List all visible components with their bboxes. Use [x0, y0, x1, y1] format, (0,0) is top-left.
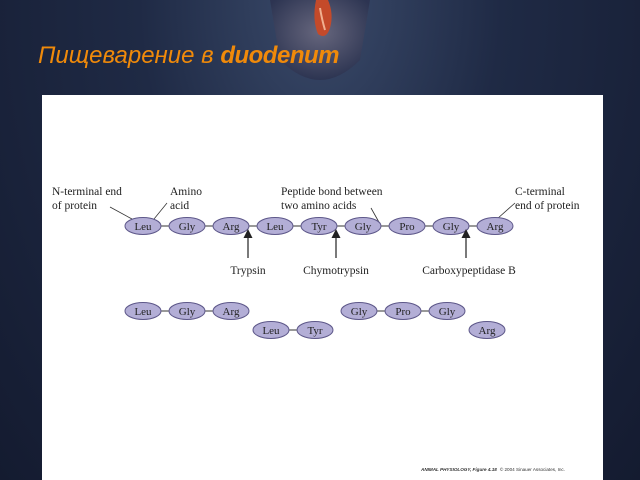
protein-digestion-diagram: N-terminal end of protein Amino acid Pep…	[52, 186, 580, 472]
n-terminal-label-line1: N-terminal end	[52, 186, 122, 198]
chain-residue-label: Leu	[134, 221, 152, 233]
chain-residue-gly	[432, 217, 470, 235]
fragment-residue-label: Pro	[395, 306, 411, 318]
fragment-residue-gly	[340, 302, 378, 320]
fragment-residue-arg	[212, 302, 250, 320]
fragment-residue-label: Arg	[479, 325, 496, 337]
chain-residue-label: Gly	[443, 221, 460, 233]
n-terminal-label-line2: of protein	[52, 200, 97, 212]
carboxypeptidase-b-label: Carboxypeptidase B	[422, 265, 516, 277]
fragment-residue-label: Gly	[439, 306, 456, 318]
chain-residue-label: Gly	[355, 221, 372, 233]
fragment-arg: Arg	[468, 321, 506, 339]
chain-residue-arg	[476, 217, 514, 235]
peptide-bond-label-line2: two amino acids	[281, 200, 357, 212]
slide-title-text: Пищеварение в	[38, 42, 221, 69]
fragment-gly-pro-gly: Gly Pro Gly	[340, 302, 466, 320]
chain-residue-leu	[256, 217, 294, 235]
amino-acid-pointer	[153, 202, 168, 220]
protein-chain: Leu Gly Arg Leu Tyr Gly Pro Gly Arg	[124, 217, 514, 235]
amino-acid-label-line2: acid	[170, 200, 189, 212]
fragment-residue-label: Tyr	[307, 325, 322, 337]
fragment-leu-gly-arg: Leu Gly Arg	[124, 302, 250, 320]
c-terminal-pointer	[496, 202, 516, 220]
trypsin-arrow	[243, 229, 253, 258]
amino-acid-label-line1: Amino	[170, 186, 202, 198]
figure-credit: ANIMAL PHYSIOLOGY, Figure 4.18© 2004 Sin…	[420, 466, 565, 472]
chain-residue-label: Pro	[399, 221, 415, 233]
carboxypeptidase-b-arrow	[461, 229, 471, 258]
fragment-residue-tyr	[296, 321, 334, 339]
fragment-residue-label: Leu	[262, 325, 280, 337]
chain-residue-gly	[344, 217, 382, 235]
chain-residue-leu	[124, 217, 162, 235]
trypsin-label: Trypsin	[230, 265, 266, 277]
slide-title-emphasis: duodenum	[220, 42, 339, 69]
slide-title: Пищеварение в duodenum	[38, 42, 339, 70]
fragment-residue-label: Leu	[134, 306, 152, 318]
n-terminal-pointer	[109, 206, 133, 220]
figure-panel: N-terminal end of protein Amino acid Pep…	[42, 95, 603, 480]
chain-residue-arg	[212, 217, 250, 235]
fragment-residue-arg	[468, 321, 506, 339]
figure-credit-copyright: © 2004 Sinauer Associates, Inc.	[500, 466, 565, 472]
anatomy-background-illustration	[270, 0, 370, 80]
fragment-residue-label: Gly	[179, 306, 196, 318]
c-terminal-label-line1: C-terminal	[515, 186, 565, 198]
chain-residue-label: Leu	[266, 221, 284, 233]
chain-residue-label: Arg	[223, 221, 240, 233]
chain-residue-gly	[168, 217, 206, 235]
chymotrypsin-arrow	[331, 229, 341, 258]
chain-residue-tyr	[300, 217, 338, 235]
fragment-residue-gly	[428, 302, 466, 320]
chain-residue-label: Tyr	[311, 221, 326, 233]
fragment-residue-leu	[252, 321, 290, 339]
chain-residue-pro	[388, 217, 426, 235]
fragment-residue-label: Arg	[223, 306, 240, 318]
fragment-residue-label: Gly	[351, 306, 368, 318]
fragment-leu-tyr: Leu Tyr	[252, 321, 334, 339]
chain-residue-label: Gly	[179, 221, 196, 233]
c-terminal-label-line2: end of protein	[515, 200, 580, 212]
figure-credit-source: ANIMAL PHYSIOLOGY, Figure 4.18	[420, 467, 497, 472]
chain-residue-label: Arg	[487, 221, 504, 233]
fragment-residue-pro	[384, 302, 422, 320]
fragment-residue-leu	[124, 302, 162, 320]
peptide-bond-label-line1: Peptide bond between	[281, 186, 383, 198]
fragment-residue-gly	[168, 302, 206, 320]
chymotrypsin-label: Chymotrypsin	[303, 265, 369, 277]
